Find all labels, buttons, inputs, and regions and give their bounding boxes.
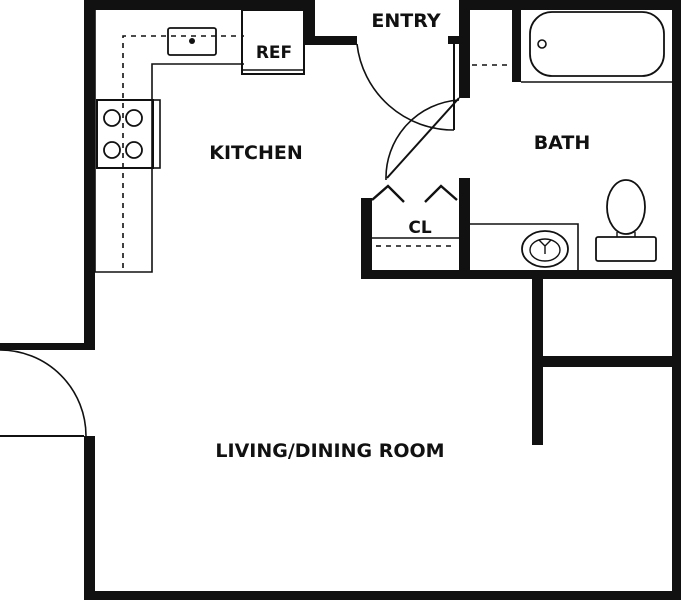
wall-closet-left [361, 198, 372, 278]
closet: CL [371, 184, 459, 247]
wall-entry-right-stub [448, 36, 462, 44]
label-ref: REF [256, 43, 292, 63]
bath-door-swing [385, 99, 460, 181]
wall-closet-bottom [361, 270, 681, 279]
kitchen-sink-drain [189, 38, 195, 44]
label-closet: CL [408, 218, 431, 238]
kitchen-sink-basin [167, 27, 217, 56]
wall-bottom [84, 591, 681, 600]
label-bath: BATH [534, 132, 591, 154]
kitchen-counter [94, 10, 244, 273]
wall-tub-left [512, 0, 521, 82]
label-living-dining-room: LIVING/DINING ROOM [215, 440, 444, 462]
closet-bifold-right [424, 184, 458, 203]
vanity-sink-inner [529, 238, 561, 262]
wall-bath-left-lower [459, 178, 470, 278]
bathtub [472, 11, 672, 83]
wall-left-door-jamb-top [0, 343, 95, 350]
wall-bath-left-upper [459, 0, 470, 98]
stove-burner-2 [125, 109, 143, 127]
entry-door [356, 43, 455, 131]
wall-entry-left-stub [305, 36, 357, 45]
stove-burner-4 [125, 141, 143, 159]
living-door-swing [0, 349, 87, 437]
bath-door-leaf [386, 97, 460, 179]
bathtub-drain [537, 39, 547, 49]
stove-burner-3 [103, 141, 121, 159]
toilet-tank [595, 236, 657, 262]
kitchen-sink [167, 27, 217, 56]
wall-right-room-shelf [532, 356, 681, 367]
vanity [470, 223, 579, 270]
stove-body [96, 99, 154, 169]
stove [96, 99, 161, 169]
counter-upper-cabinets [122, 35, 244, 268]
label-entry: ENTRY [371, 10, 440, 32]
stove-burner-1 [103, 109, 121, 127]
vanity-counter [470, 223, 579, 270]
wall-left-upper [84, 0, 95, 346]
closet-bifold-left [371, 184, 405, 203]
wall-right [672, 0, 681, 600]
bathtub-basin [529, 11, 665, 77]
bath-door [385, 97, 460, 181]
refrigerator-body [241, 9, 305, 75]
label-kitchen: KITCHEN [209, 142, 302, 164]
wall-left-lower [84, 436, 95, 600]
wall-entry-left-pier [305, 0, 315, 44]
vanity-sink-outer [521, 230, 569, 268]
stove-controls [152, 99, 161, 169]
wall-top-right [462, 0, 681, 10]
toilet-bowl [606, 179, 646, 235]
interior-walls [361, 0, 681, 445]
entry-door-swing [356, 43, 455, 131]
refrigerator: REF [241, 9, 305, 75]
toilet [595, 179, 657, 262]
wall-top-left [84, 0, 314, 10]
counter-outline [94, 10, 244, 273]
living-room-door [0, 349, 87, 437]
vanity-faucet [538, 239, 552, 254]
